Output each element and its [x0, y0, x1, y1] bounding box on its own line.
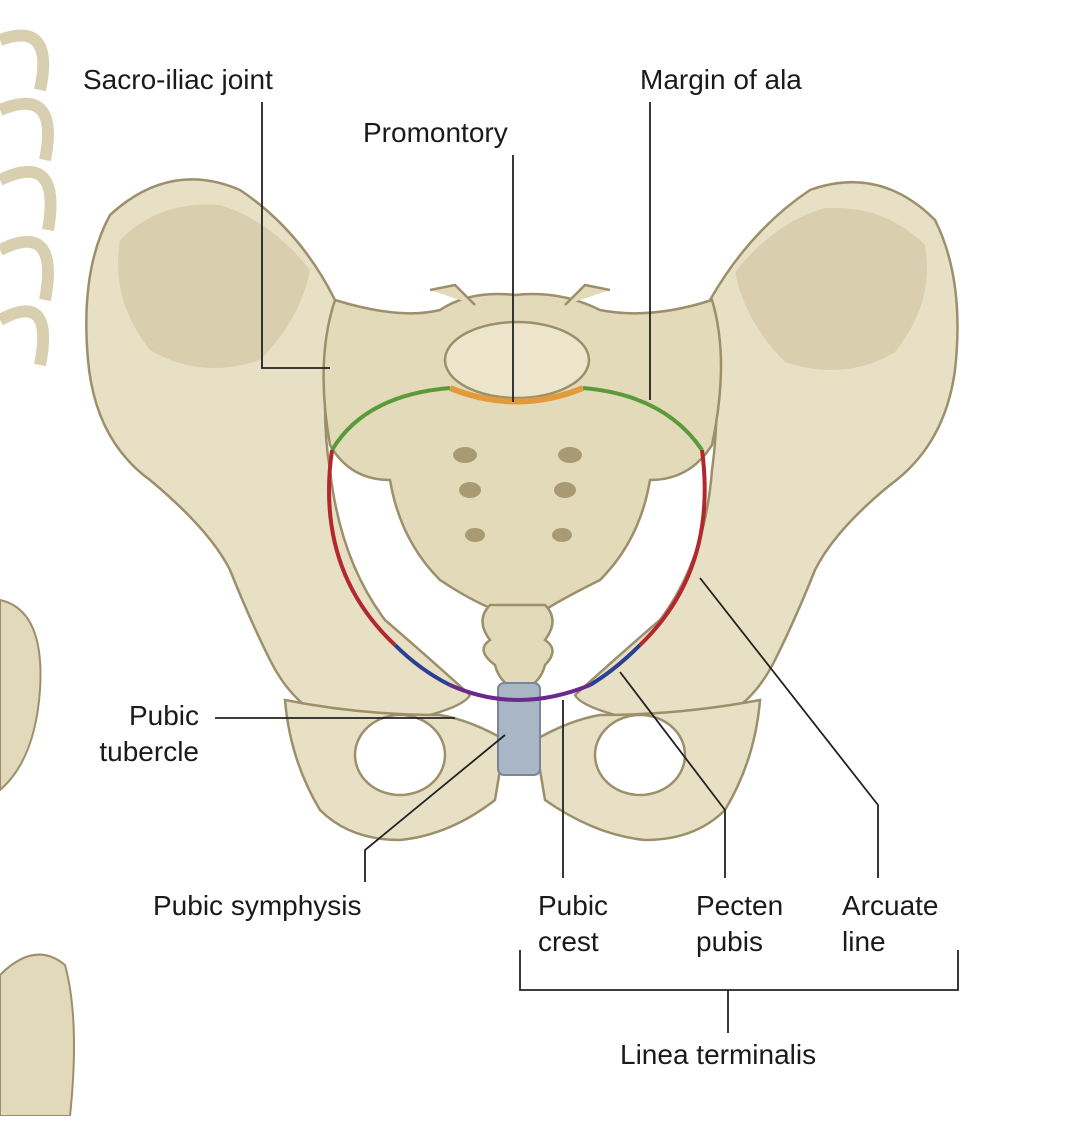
coccyx: [481, 603, 554, 692]
leader-pecten-pubis: [619, 671, 726, 878]
leader-pubic-symphysis: [364, 734, 506, 882]
label-arcuate-line: Arcuate line: [842, 888, 939, 960]
label-pubic-symphysis: Pubic symphysis: [153, 890, 362, 921]
label-pecten-pubis-line1: Pecten: [696, 890, 784, 921]
rib-cage-icon: [0, 29, 57, 367]
femur-lower-icon: [0, 953, 75, 1117]
label-pubic-tubercle-line1: Pubic: [128, 700, 199, 731]
label-pecten-pubis-line2: pubis: [696, 926, 763, 957]
label-margin-of-ala: Margin of ala: [640, 64, 802, 95]
label-promontory: Promontory: [363, 117, 508, 148]
pubic-crest-line: [449, 683, 591, 702]
label-pubic-tubercle: Pubic tubercle: [88, 698, 199, 770]
label-pubic-crest-line2: crest: [538, 926, 599, 957]
label-linea-terminalis: Linea terminalis: [620, 1039, 817, 1070]
margin-of-ala-line: [330, 386, 704, 452]
leader-lines: [215, 102, 959, 1033]
femur-head-icon: [0, 598, 42, 792]
leader-arcuate-line: [699, 577, 879, 878]
label-pubic-tubercle-line2: tubercle: [99, 736, 199, 767]
sacrum: [322, 292, 723, 617]
label-sacroiliac-joint: Sacro-iliac joint: [83, 64, 273, 95]
leader-sacroiliac: [261, 102, 330, 369]
arcuate-line-stroke: [327, 449, 707, 647]
linea-terminalis-bracket: [519, 950, 959, 991]
pubic-symphysis-cartilage: [497, 682, 541, 776]
label-pecten-pubis: Pecten pubis: [696, 888, 783, 960]
label-pubic-crest: Pubic crest: [538, 888, 608, 960]
promontory-line: [448, 385, 585, 405]
label-pubic-crest-line1: Pubic: [538, 890, 609, 921]
label-arcuate-line-line2: line: [842, 926, 886, 957]
pecten-pubis-line: [393, 643, 642, 687]
label-arcuate-line-line1: Arcuate: [842, 890, 939, 921]
